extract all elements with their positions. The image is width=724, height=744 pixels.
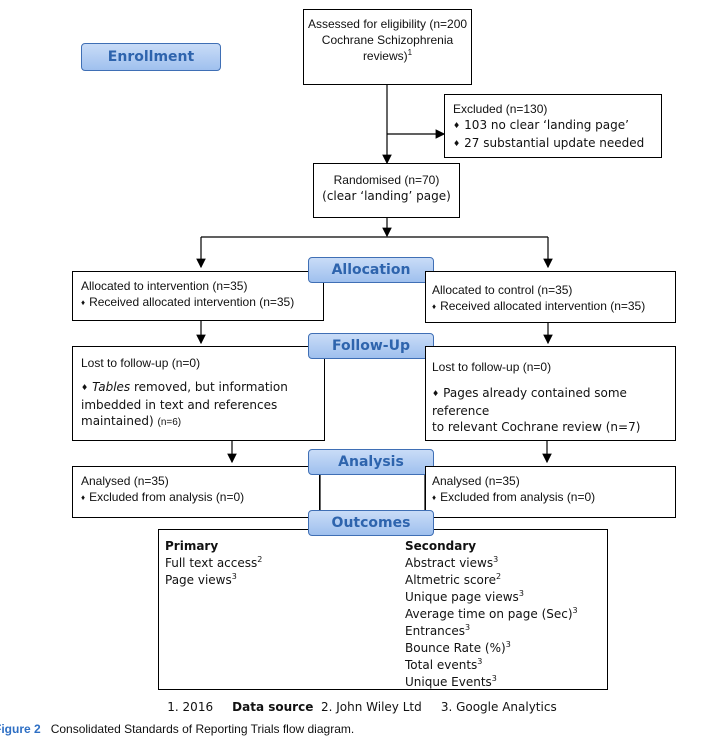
outcomes-box [158, 529, 608, 690]
stage-allocation: Allocation [308, 257, 434, 283]
data-source-line: 1. 2016 Data source 2. John Wiley Ltd 3.… [0, 700, 724, 714]
primary-outcome-item: Full text access2 [165, 555, 262, 572]
stage-outcomes: Outcomes [308, 510, 434, 536]
primary-title: Primary [165, 539, 219, 553]
secondary-outcome-label: Total events [405, 658, 478, 672]
stage-enrollment: Enrollment [81, 43, 221, 71]
intervention-lost: Lost to follow-up (n=0) [81, 356, 201, 370]
intervention-excluded-analysis: Excluded from analysis (n=0) [81, 489, 319, 507]
secondary-outcome-sup: 2 [495, 572, 502, 581]
secondary-outcome-label: Entrances [405, 624, 466, 638]
control-note-line1: Pages already contained some reference [432, 385, 675, 419]
secondary-outcome-item: Altmetric score2 [405, 572, 578, 589]
intervention-note-line2: imbedded in text and references [81, 398, 278, 412]
secondary-outcome-item: Unique Events3 [405, 674, 578, 691]
stage-analysis-label: Analysis [338, 454, 404, 470]
source-label: Data source [232, 700, 314, 714]
control-allocated: Allocated to control (n=35) [432, 283, 573, 297]
caption-text: Consolidated Standards of Reporting Tria… [50, 722, 355, 736]
secondary-title: Secondary [405, 539, 477, 553]
excluded-item-1: 103 no clear ‘landing page’ [453, 117, 661, 135]
secondary-outcome-label: Bounce Rate (%) [405, 641, 506, 655]
intervention-note-line3-wrap: maintained) (n=6) [81, 413, 324, 431]
secondary-outcome-sup: 3 [491, 674, 497, 683]
assessed-sup: 1 [407, 48, 413, 57]
secondary-outcome-sup: 3 [572, 606, 578, 615]
figure-caption: Figure 2 Consolidated Standards of Repor… [0, 722, 354, 736]
source-item-2: 2. John Wiley Ltd [320, 700, 422, 714]
stage-enrollment-label: Enrollment [107, 49, 195, 65]
secondary-outcome-sup: 3 [465, 623, 471, 632]
secondary-outcome-label: Unique Events [405, 675, 492, 689]
secondary-outcome-label: Abstract views [405, 556, 494, 570]
intervention-note-n: (n=6) [157, 417, 182, 428]
stage-analysis: Analysis [308, 449, 434, 475]
secondary-outcome-sup: 3 [477, 657, 483, 666]
intervention-note-line1-wrap: Tables removed, but information [81, 379, 324, 397]
secondary-outcome-sup: 3 [493, 555, 499, 564]
intervention-note-line1: removed, but information [130, 380, 288, 394]
assessed-box: Assessed for eligibility (n=200 Cochrane… [303, 9, 472, 85]
intervention-analysis-box: Analysed (n=35) Excluded from analysis (… [72, 466, 320, 518]
control-analysis-box: Analysed (n=35) Excluded from analysis (… [425, 466, 676, 518]
control-analysed: Analysed (n=35) [432, 474, 520, 488]
secondary-outcome-item: Entrances3 [405, 623, 578, 640]
excluded-box: Excluded (n=130) 103 no clear ‘landing p… [444, 94, 662, 158]
primary-outcome-sup: 3 [231, 572, 237, 581]
assessed-line1: Assessed for eligibility (n=200 [307, 17, 468, 31]
secondary-outcome-sup: 3 [518, 589, 524, 598]
primary-outcome-sup: 2 [257, 555, 263, 564]
secondary-outcome-label: Altmetric score [405, 573, 496, 587]
source-item-3: 3. Google Analytics [440, 700, 557, 714]
assessed-line3-wrap: reviews)1 [304, 48, 471, 64]
caption-label: Figure 2 [0, 722, 41, 736]
secondary-outcome-label: Average time on page (Sec) [405, 607, 573, 621]
intervention-note-line3: maintained) [81, 414, 154, 428]
source-item-1: 1. 2016 [167, 700, 214, 714]
control-excluded-analysis: Excluded from analysis (n=0) [432, 489, 675, 507]
primary-outcome-label: Full text access [165, 556, 258, 570]
randomised-line1: Randomised (n=70) [333, 173, 440, 187]
secondary-outcome-item: Total events3 [405, 657, 578, 674]
secondary-outcome-item: Abstract views3 [405, 555, 578, 572]
stage-outcomes-label: Outcomes [331, 515, 411, 531]
intervention-analysed: Analysed (n=35) [81, 474, 169, 488]
intervention-allocation-box: Allocated to intervention (n=35) Receive… [72, 271, 324, 321]
intervention-note-italic: Tables [92, 380, 131, 394]
stage-follow-up: Follow-Up [308, 333, 434, 359]
secondary-outcome-item: Unique page views3 [405, 589, 578, 606]
randomised-line2: (clear ‘landing’ page) [322, 189, 451, 203]
control-note-line2: to relevant Cochrane review (n=7) [432, 420, 641, 434]
stage-allocation-label: Allocation [331, 262, 411, 278]
assessed-line3: reviews) [362, 49, 408, 63]
primary-outcome-item: Page views3 [165, 572, 262, 589]
intervention-allocated: Allocated to intervention (n=35) [81, 279, 248, 293]
secondary-outcome-sup: 3 [505, 640, 511, 649]
control-followup-box: Lost to follow-up (n=0) Pages already co… [425, 346, 676, 441]
intervention-received: Received allocated intervention (n=35) [81, 294, 323, 312]
assessed-line2: Cochrane Schizophrenia [321, 33, 454, 47]
secondary-outcome-item: Bounce Rate (%)3 [405, 640, 578, 657]
secondary-outcome-label: Unique page views [405, 590, 519, 604]
excluded-title: Excluded (n=130) [453, 102, 548, 116]
intervention-followup-box: Lost to follow-up (n=0) Tables removed, … [72, 346, 325, 441]
control-received: Received allocated intervention (n=35) [432, 298, 675, 316]
primary-outcome-label: Page views [165, 573, 232, 587]
stage-follow-up-label: Follow-Up [332, 338, 410, 354]
secondary-outcome-item: Average time on page (Sec)3 [405, 606, 578, 623]
control-allocation-box: Allocated to control (n=35) Received all… [425, 271, 676, 323]
control-lost: Lost to follow-up (n=0) [432, 360, 552, 374]
excluded-item-2: 27 substantial update needed [453, 135, 661, 153]
randomised-box: Randomised (n=70) (clear ‘landing’ page) [313, 163, 460, 218]
